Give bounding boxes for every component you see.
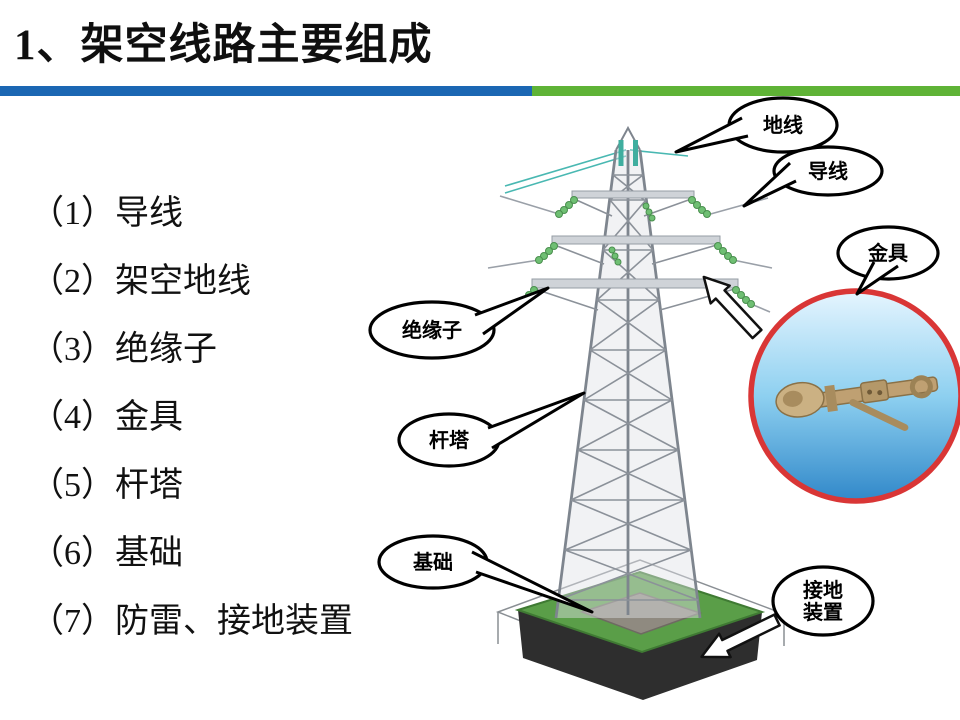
list-item-insulator: （3）绝缘子 [30, 331, 217, 368]
inset-red-ring [748, 288, 960, 504]
list-item-lightning: （7）防雷、接地装置 [30, 603, 353, 640]
callout-grounding-label-line2: 装置 [802, 600, 843, 624]
divider-blue-segment [0, 86, 532, 96]
transmission-tower [531, 125, 739, 619]
conductor-lines [479, 195, 773, 316]
callout-conductor-label: 导线 [808, 159, 848, 183]
callout-tower-label: 杆塔 [429, 429, 470, 452]
callout-fitting: 金具 [836, 225, 940, 296]
page-title: 1、架空线路主要组成 [14, 22, 433, 69]
arrow-inset-to-tower [702, 275, 763, 340]
cross-arms [531, 190, 739, 289]
callout-insulator: 绝缘子 [368, 286, 550, 360]
list-item-conductor: （1）导线 [30, 195, 183, 232]
list-item-foundation: （6）基础 [30, 535, 183, 572]
callout-conductor: 导线 [742, 145, 884, 208]
divider-green-segment [532, 86, 960, 96]
ground-wire-lines [504, 149, 689, 194]
title-divider [0, 86, 960, 96]
fitting-hardware [775, 375, 939, 432]
callout-ground-wire-label: 地线 [763, 113, 803, 137]
callout-tower: 杆塔 [397, 391, 586, 468]
callout-grounding-device: 接地 装置 [771, 565, 875, 637]
callout-foundation: 基础 [377, 534, 594, 614]
list-item-fitting: （4）金具 [30, 399, 183, 436]
callout-insulator-label: 绝缘子 [402, 318, 462, 342]
tower-lattice [557, 174, 699, 601]
list-item-ground-wire: （2）架空地线 [30, 263, 251, 300]
component-list: （1）导线 （2）架空地线 （3）绝缘子 （4）金具 （5）杆塔 （6）基础 （… [30, 180, 430, 656]
fitting-inset [748, 288, 960, 504]
list-item-tower: （5）杆塔 [30, 467, 183, 504]
callout-ground-wire: 地线 [674, 96, 839, 154]
callout-grounding-label-line1: 接地 [803, 579, 843, 602]
ground-wire-peak [618, 140, 624, 166]
arrow-grounding-to-base [700, 613, 781, 659]
callout-fitting-label: 金具 [867, 241, 908, 265]
callout-foundation-label: 基础 [413, 551, 453, 574]
